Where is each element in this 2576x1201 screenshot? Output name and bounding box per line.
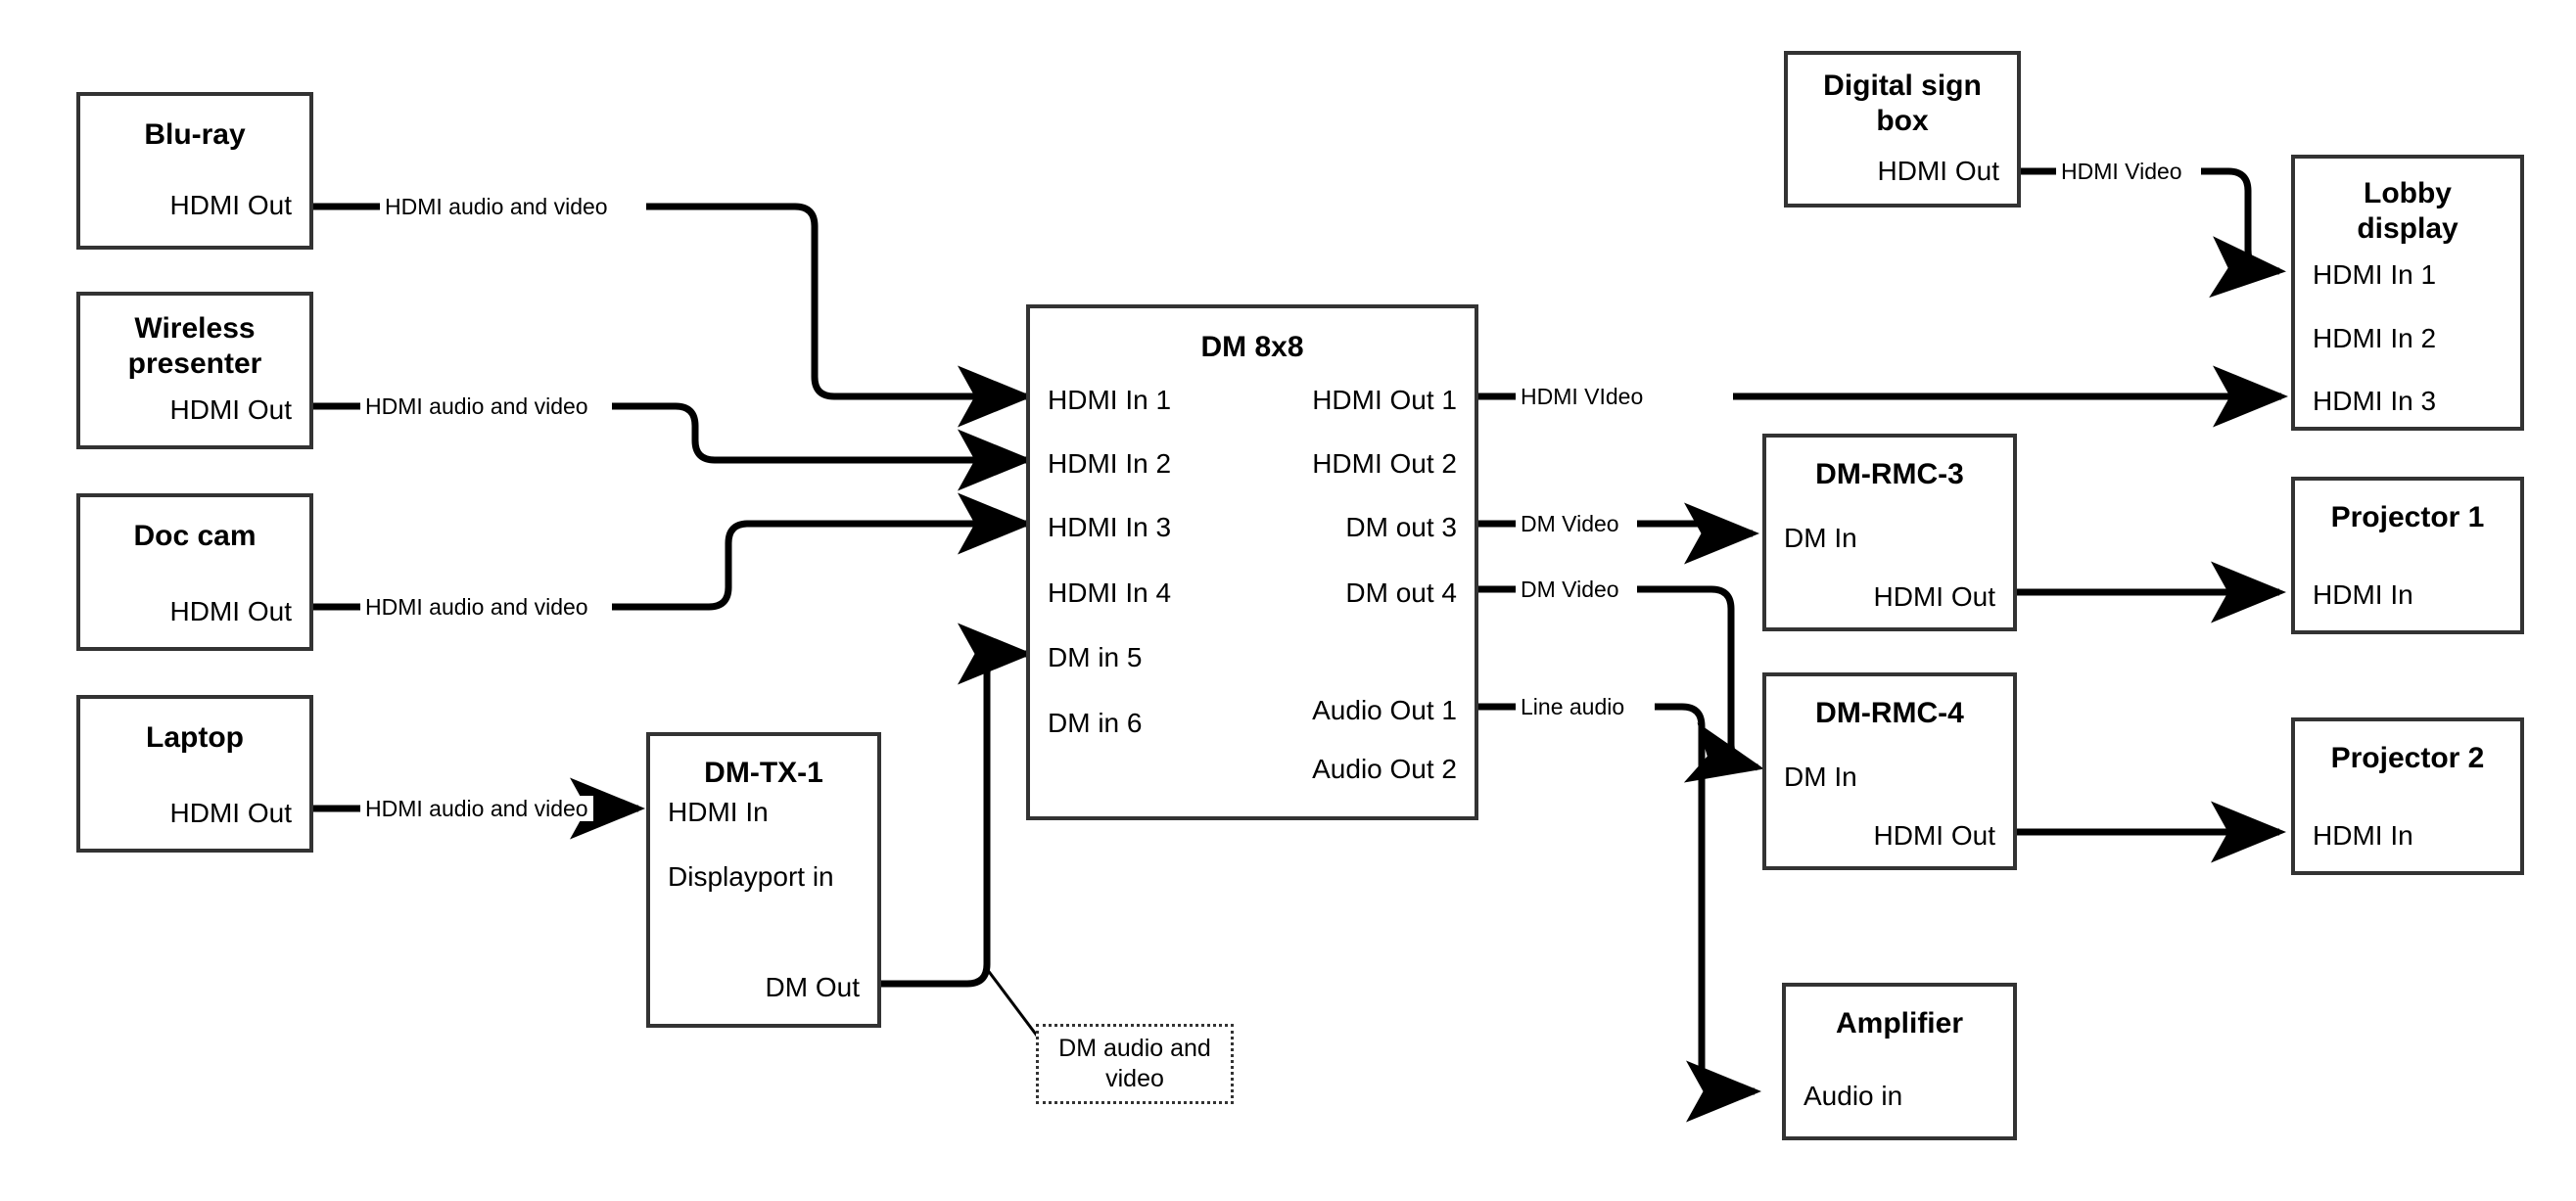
- node-laptop-port-hdmi-out[interactable]: HDMI Out: [169, 798, 292, 828]
- node-dm-rmc-4-title: DM-RMC-4: [1815, 697, 1964, 729]
- node-lobby-display-port-hdmi-in-1[interactable]: HDMI In 1: [2313, 259, 2437, 290]
- node-dm-tx-1[interactable]: DM-TX-1 HDMI In Displayport in DM Out: [646, 732, 881, 1028]
- wire-label-sign-to-lobby: HDMI Video: [2056, 159, 2187, 184]
- node-laptop[interactable]: Laptop HDMI Out: [76, 695, 313, 853]
- node-dm-8x8-port-hdmi-out-2[interactable]: HDMI Out 2: [1312, 448, 1457, 479]
- wire-label-wireless-to-dm8x8: HDMI audio and video: [360, 393, 593, 419]
- node-dm-8x8-port-dm-in-6[interactable]: DM in 6: [1048, 708, 1143, 738]
- wire-dm8x8-out3-to-rmc3: [1637, 502, 1759, 565]
- node-doc-cam-port-hdmi-out[interactable]: HDMI Out: [169, 596, 292, 626]
- node-dm-8x8-port-audio-out-2[interactable]: Audio Out 2: [1312, 754, 1457, 784]
- wire-dmtx1-to-dm8x8: [881, 623, 1033, 988]
- node-laptop-title: Laptop: [146, 721, 244, 754]
- node-dm-rmc-4-port-dm-in[interactable]: DM In: [1784, 762, 1857, 792]
- node-projector-2-title: Projector 2: [2330, 742, 2485, 774]
- node-dm-8x8-port-dm-in-5[interactable]: DM in 5: [1048, 642, 1143, 672]
- node-dm-tx-1-port-displayport-in[interactable]: Displayport in: [668, 861, 834, 892]
- node-dm-8x8-port-dm-out-3[interactable]: DM out 3: [1345, 512, 1457, 542]
- node-amplifier-title: Amplifier: [1835, 1007, 1964, 1039]
- note-dm-audio-and-video-text: DM audio and video: [1058, 1035, 1211, 1092]
- node-dm-rmc-3-port-hdmi-out[interactable]: HDMI Out: [1873, 581, 1995, 612]
- node-wireless-presenter-title-line2: presenter: [127, 347, 262, 380]
- node-dm-rmc-3[interactable]: DM-RMC-3 DM In HDMI Out: [1762, 434, 2017, 631]
- wire-label-dm8x8-out1-to-lobby: HDMI VIdeo: [1516, 384, 1649, 409]
- wire-sign-to-lobby: [2201, 167, 2286, 299]
- wire-wireless-to-dm8x8-b: [612, 402, 1033, 491]
- node-projector-2[interactable]: Projector 2 HDMI In: [2291, 717, 2524, 875]
- wire-label-laptop-to-dmtx1: HDMI audio and video: [360, 796, 593, 821]
- wire-label-bluray-to-dm8x8: HDMI audio and video: [380, 194, 613, 219]
- wire-label-dm8x8-out4-to-rmc4: DM Video: [1516, 577, 1624, 602]
- node-amplifier[interactable]: Amplifier Audio in: [1782, 983, 2017, 1140]
- node-dm-tx-1-title: DM-TX-1: [704, 757, 823, 789]
- node-dm-8x8-port-hdmi-in-4[interactable]: HDMI In 4: [1048, 577, 1172, 608]
- node-bluray-title: Blu-ray: [144, 118, 246, 151]
- wire-label-dm8x8-out3-to-rmc3: DM Video: [1516, 511, 1624, 536]
- node-digital-sign-box-port-hdmi-out[interactable]: HDMI Out: [1877, 156, 1999, 186]
- node-dm-rmc-4[interactable]: DM-RMC-4 DM In HDMI Out: [1762, 672, 2017, 870]
- note-dm-audio-and-video: DM audio and video: [1036, 1024, 1234, 1104]
- node-dm-8x8-port-dm-out-4[interactable]: DM out 4: [1345, 577, 1457, 608]
- wire-doccam-to-dm8x8-b: [612, 492, 1033, 611]
- node-projector-2-port-hdmi-in[interactable]: HDMI In: [2313, 820, 2413, 851]
- node-projector-1[interactable]: Projector 1 HDMI In: [2291, 477, 2524, 634]
- node-lobby-display-port-hdmi-in-2[interactable]: HDMI In 2: [2313, 323, 2437, 353]
- node-doc-cam[interactable]: Doc cam HDMI Out: [76, 493, 313, 651]
- node-dm-8x8-title: DM 8x8: [1200, 331, 1304, 363]
- node-dm-8x8-port-hdmi-in-1[interactable]: HDMI In 1: [1048, 385, 1172, 415]
- node-lobby-display-port-hdmi-in-3[interactable]: HDMI In 3: [2313, 386, 2437, 416]
- node-dm-rmc-3-port-dm-in[interactable]: DM In: [1784, 523, 1857, 553]
- node-dm-8x8[interactable]: DM 8x8 HDMI In 1 HDMI In 2 HDMI In 3 HDM…: [1026, 304, 1478, 820]
- node-projector-1-port-hdmi-in[interactable]: HDMI In: [2313, 579, 2413, 610]
- wire-bluray-to-dm8x8-b: [646, 203, 1033, 428]
- wire-label-doccam-to-dm8x8: HDMI audio and video: [360, 594, 593, 620]
- node-digital-sign-box[interactable]: Digital sign box HDMI Out: [1784, 51, 2021, 208]
- node-digital-sign-box-title-line1: Digital sign: [1823, 69, 1982, 102]
- node-digital-sign-box-title-line2: box: [1876, 105, 1929, 137]
- node-dm-rmc-3-title: DM-RMC-3: [1815, 458, 1964, 490]
- wire-dm8x8-out4-to-rmc4: [1637, 585, 1764, 783]
- leader-dm-audio-video: [985, 968, 1042, 1040]
- node-dm-8x8-port-hdmi-out-1[interactable]: HDMI Out 1: [1312, 385, 1457, 415]
- node-dm-tx-1-port-hdmi-in[interactable]: HDMI In: [668, 797, 769, 827]
- node-dm-8x8-port-audio-out-1[interactable]: Audio Out 1: [1312, 695, 1457, 725]
- node-dm-rmc-4-port-hdmi-out[interactable]: HDMI Out: [1873, 820, 1995, 851]
- wire-dm8x8-audio1-to-amp: [1655, 703, 1761, 1123]
- node-amplifier-port-audio-in[interactable]: Audio in: [1803, 1081, 1903, 1111]
- node-wireless-presenter[interactable]: Wireless presenter HDMI Out: [76, 292, 313, 449]
- node-lobby-display-title-line1: Lobby: [2364, 177, 2452, 209]
- node-dm-8x8-port-hdmi-in-3[interactable]: HDMI In 3: [1048, 512, 1172, 542]
- node-projector-1-title: Projector 1: [2330, 501, 2485, 533]
- wire-label-dm8x8-audio1-to-amp: Line audio: [1516, 694, 1630, 719]
- node-dm-8x8-port-hdmi-in-2[interactable]: HDMI In 2: [1048, 448, 1172, 479]
- node-dm-tx-1-port-dm-out[interactable]: DM Out: [765, 972, 860, 1002]
- node-lobby-display[interactable]: Lobby display HDMI In 1 HDMI In 2 HDMI I…: [2291, 155, 2524, 431]
- node-wireless-presenter-title-line1: Wireless: [134, 312, 256, 345]
- node-lobby-display-title-line2: display: [2357, 212, 2459, 245]
- node-doc-cam-title: Doc cam: [133, 520, 257, 552]
- node-bluray-port-hdmi-out[interactable]: HDMI Out: [169, 190, 292, 220]
- node-bluray[interactable]: Blu-ray HDMI Out: [76, 92, 313, 250]
- node-wireless-presenter-port-hdmi-out[interactable]: HDMI Out: [169, 394, 292, 425]
